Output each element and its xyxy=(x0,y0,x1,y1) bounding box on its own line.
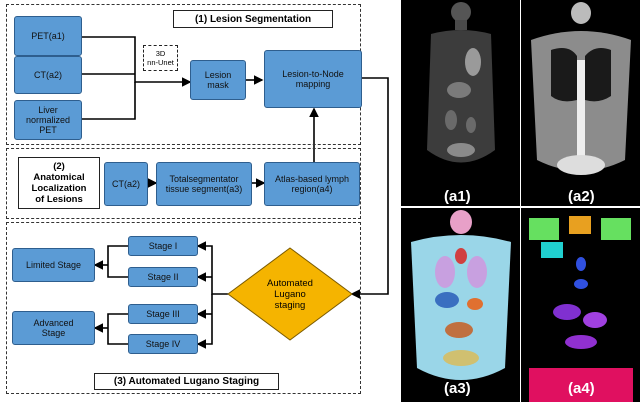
section3-title: (3) Automated Lugano Staging xyxy=(94,373,279,390)
panel-a1-pet xyxy=(401,0,520,206)
liver-normalized-pet-box: Liver normalized PET xyxy=(14,100,82,140)
lugano-staging-label: Automated Lugano staging xyxy=(267,277,313,311)
section2-title: (2) Anatomical Localization of Lesions xyxy=(18,157,100,209)
limited-stage-box: Limited Stage xyxy=(12,248,95,282)
stage-iii-box: Stage III xyxy=(128,304,198,324)
panel-label-a2: (a2) xyxy=(568,188,595,205)
section1-title: (1) Lesion Segmentation xyxy=(173,10,333,28)
ct-a2-mid-box: CT(a2) xyxy=(104,162,148,206)
medical-image-panels xyxy=(401,0,640,402)
section-anatomical-localization xyxy=(6,148,361,219)
panel-label-a3: (a3) xyxy=(444,380,471,397)
lesion-to-node-mapping-box: Lesion-to-Node mapping xyxy=(264,50,362,108)
panel-a4-lymph-regions xyxy=(521,208,640,402)
stage-i-box: Stage I xyxy=(128,236,198,256)
pet-a1-box: PET(a1) xyxy=(14,16,82,56)
stage-ii-box: Stage II xyxy=(128,267,198,287)
atlas-lymph-region-box: Atlas-based lymph region(a4) xyxy=(264,162,360,206)
panel-a3-tissue-segmentation xyxy=(401,208,520,402)
nnunet-note: 3D nn-Unet xyxy=(143,45,178,71)
stage-iv-box: Stage IV xyxy=(128,334,198,354)
section-lugano-staging xyxy=(6,222,361,394)
totalsegmentator-box: Totalsegmentator tissue segment(a3) xyxy=(156,162,252,206)
panel-a2-ct xyxy=(521,0,640,206)
ct-a2-box: CT(a2) xyxy=(14,56,82,94)
lesion-mask-box: Lesion mask xyxy=(190,60,246,100)
panel-label-a1: (a1) xyxy=(444,188,471,205)
panel-label-a4: (a4) xyxy=(568,380,595,397)
advanced-stage-box: Advanced Stage xyxy=(12,311,95,345)
